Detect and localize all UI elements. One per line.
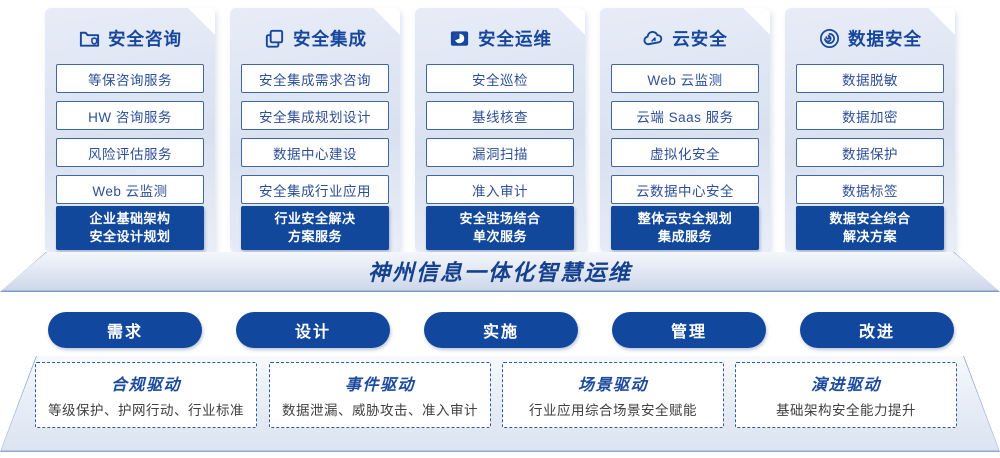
card-items: 安全集成需求咨询 安全集成规划设计 数据中心建设 安全集成行业应用 — [241, 64, 389, 212]
service-item: HW 咨询服务 — [56, 101, 204, 130]
service-item: 安全巡检 — [426, 64, 574, 93]
copy-documents-icon — [265, 29, 284, 48]
card-items: Web 云监测 云端 Saas 服务 虚拟化安全 云数据中心安全 — [611, 64, 759, 212]
card-header: 安全咨询 — [45, 26, 215, 51]
driver-box-compliance: 合规驱动 等级保护、护网行动、行业标准 — [35, 362, 257, 428]
service-item: 数据脱敏 — [796, 64, 944, 93]
card-items: 安全巡检 基线核查 漏洞扫描 准入审计 — [426, 64, 574, 212]
service-item: 安全集成规划设计 — [241, 101, 389, 130]
phase-pill-improvement: 改进 — [800, 312, 954, 348]
driver-title: 合规驱动 — [110, 377, 181, 394]
solution-line: 数据安全综合 — [829, 211, 911, 227]
banner-title: 神州信息一体化智慧运维 — [367, 260, 632, 286]
card-title: 安全咨询 — [108, 29, 182, 49]
card-title: 云安全 — [672, 29, 728, 49]
card-items: 数据脱敏 数据加密 数据保护 数据标签 — [796, 64, 944, 212]
service-item: 云端 Saas 服务 — [611, 101, 759, 130]
monitor-pie-icon — [450, 31, 469, 46]
solution-line: 单次服务 — [472, 229, 527, 244]
driver-title: 演进驱动 — [810, 377, 881, 394]
solution-line: 行业安全解决 — [274, 211, 356, 227]
driver-desc: 等级保护、护网行动、行业标准 — [48, 403, 244, 418]
phase-pill-design: 设计 — [236, 312, 390, 348]
service-item: 等保咨询服务 — [56, 64, 204, 93]
solution-box: 整体云安全规划 集成服务 — [611, 206, 759, 250]
service-item: Web 云监测 — [56, 175, 204, 204]
driver-box-scenario: 场景驱动 行业应用综合场景安全赋能 — [502, 362, 724, 428]
solution-box: 企业基础架构 安全设计规划 — [56, 206, 204, 250]
solution-line: 整体云安全规划 — [637, 211, 733, 227]
banner-surface: 神州信息一体化智慧运维 — [1, 252, 999, 291]
banner-platform: 神州信息一体化智慧运维 — [0, 252, 1000, 292]
phase-pill-implementation: 实施 — [424, 312, 578, 348]
service-item: 数据中心建设 — [241, 138, 389, 167]
driver-desc: 行业应用综合场景安全赋能 — [529, 403, 697, 418]
service-item: 风险评估服务 — [56, 138, 204, 167]
solution-box: 行业安全解决 方案服务 — [241, 206, 389, 250]
service-item: 数据保护 — [796, 138, 944, 167]
card-header: 云安全 — [600, 26, 770, 51]
solution-line: 企业基础架构 — [89, 211, 171, 227]
service-card-data: 数据安全 数据脱敏 数据加密 数据保护 数据标签 数据安全综合 解决方案 — [785, 8, 955, 252]
solution-box: 安全驻场结合 单次服务 — [426, 206, 574, 250]
driver-box-incident: 事件驱动 数据泄漏、威胁攻击、准入审计 — [269, 362, 491, 428]
cloud-icon — [643, 31, 663, 46]
solution-box: 数据安全综合 解决方案 — [796, 206, 944, 250]
service-item: 安全集成行业应用 — [241, 175, 389, 204]
service-item: 基线核查 — [426, 101, 574, 130]
card-header: 安全运维 — [415, 26, 585, 51]
driver-title: 场景驱动 — [577, 377, 648, 394]
card-title: 安全集成 — [293, 29, 367, 49]
card-title: 安全运维 — [478, 29, 552, 49]
driver-box-evolution: 演进驱动 基础架构安全能力提升 — [735, 362, 957, 428]
service-item: 数据标签 — [796, 175, 944, 204]
service-item: 漏洞扫描 — [426, 138, 574, 167]
card-header: 安全集成 — [230, 26, 400, 51]
solution-line: 安全驻场结合 — [459, 211, 541, 227]
service-item: 数据加密 — [796, 101, 944, 130]
service-item: Web 云监测 — [611, 64, 759, 93]
card-items: 等保咨询服务 HW 咨询服务 风险评估服务 Web 云监测 — [56, 64, 204, 212]
phase-pills: 需求 设计 实施 管理 改进 — [48, 312, 954, 348]
service-card-integration: 安全集成 安全集成需求咨询 安全集成规划设计 数据中心建设 安全集成行业应用 行… — [230, 8, 400, 252]
solution-line: 解决方案 — [842, 229, 897, 244]
solution-line: 安全设计规划 — [89, 229, 171, 244]
service-item: 云数据中心安全 — [611, 175, 759, 204]
card-title: 数据安全 — [848, 29, 922, 49]
folder-shield-icon — [79, 31, 100, 47]
driver-desc: 数据泄漏、威胁攻击、准入审计 — [282, 403, 478, 418]
service-card-operations: 安全运维 安全巡检 基线核查 漏洞扫描 准入审计 安全驻场结合 单次服务 — [415, 8, 585, 252]
service-item: 安全集成需求咨询 — [241, 64, 389, 93]
fingerprint-icon — [820, 29, 839, 48]
solution-line: 方案服务 — [287, 229, 342, 244]
service-card-consulting: 安全咨询 等保咨询服务 HW 咨询服务 风险评估服务 Web 云监测 企业基础架… — [45, 8, 215, 252]
service-item: 准入审计 — [426, 175, 574, 204]
service-item: 虚拟化安全 — [611, 138, 759, 167]
driver-desc: 基础架构安全能力提升 — [776, 403, 916, 418]
phase-pill-management: 管理 — [612, 312, 766, 348]
card-header: 数据安全 — [785, 26, 955, 51]
driver-title: 事件驱动 — [344, 377, 415, 394]
service-card-cloud: 云安全 Web 云监测 云端 Saas 服务 虚拟化安全 云数据中心安全 整体云… — [600, 8, 770, 252]
phase-pill-demand: 需求 — [48, 312, 202, 348]
solution-line: 集成服务 — [657, 229, 712, 244]
